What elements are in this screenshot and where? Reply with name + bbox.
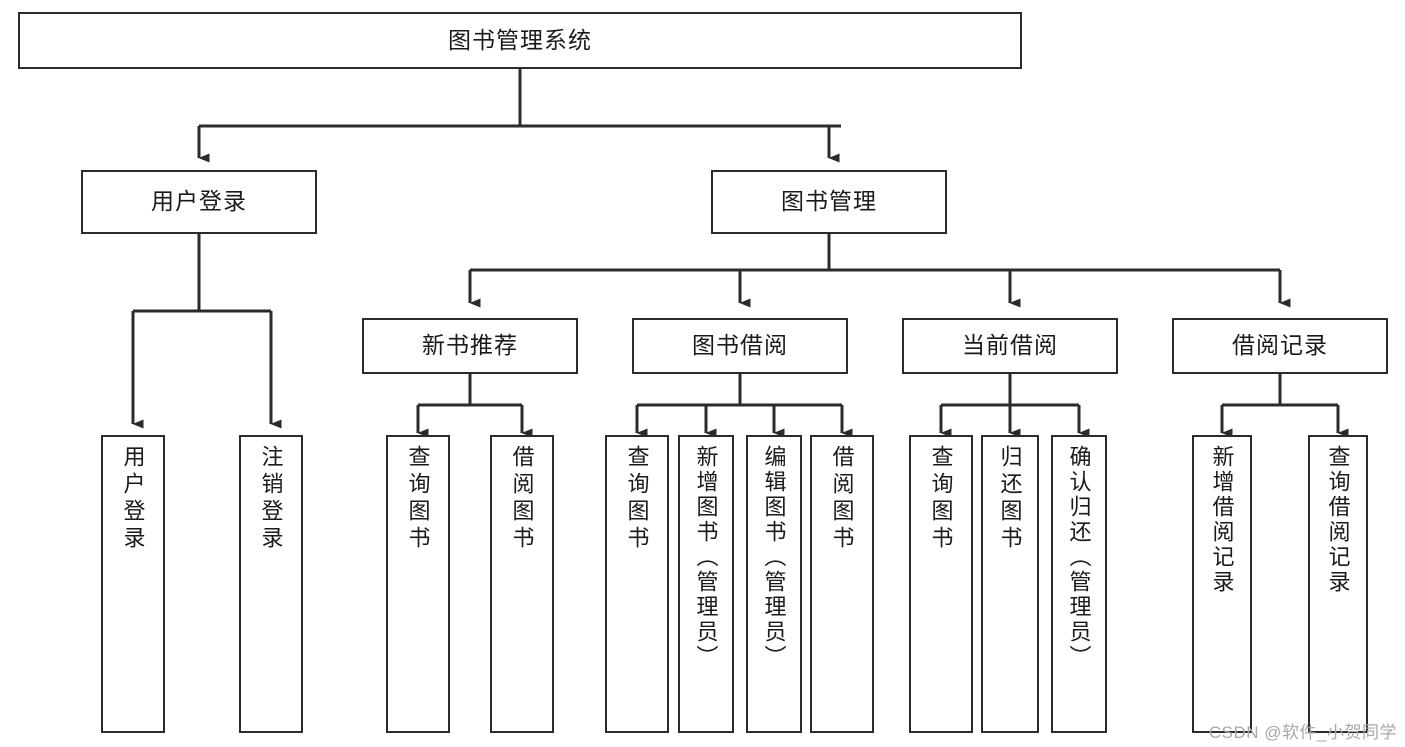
node-label: 借阅记录: [1232, 332, 1328, 359]
node-book-management[interactable]: 图书管理: [711, 170, 947, 234]
node-label: 查询图书: [405, 445, 431, 553]
node-label: 新增借阅记录: [1209, 445, 1235, 595]
node-label: 借阅图书: [509, 445, 535, 553]
node-label: 借阅图书: [829, 445, 855, 553]
node-user-login[interactable]: 用户登录: [81, 170, 317, 234]
node-label: 当前借阅: [962, 332, 1058, 359]
node-label: 编辑图书（管理员）: [761, 445, 787, 670]
leaf-book-borrow-add-admin[interactable]: 新增图书（管理员）: [678, 435, 734, 733]
leaf-borrow-record-add[interactable]: 新增借阅记录: [1192, 435, 1252, 733]
node-root-book-management-system[interactable]: 图书管理系统: [18, 12, 1022, 69]
leaf-user-login-login[interactable]: 用户登录: [101, 435, 165, 733]
node-label: 确认归还（管理员）: [1066, 445, 1092, 670]
leaf-book-borrow-edit-admin[interactable]: 编辑图书（管理员）: [746, 435, 802, 733]
leaf-current-borrow-confirm-admin[interactable]: 确认归还（管理员）: [1051, 435, 1107, 733]
leaf-user-login-logout[interactable]: 注销登录: [239, 435, 303, 733]
node-label: 查询图书: [624, 445, 650, 553]
leaf-new-book-borrow[interactable]: 借阅图书: [490, 435, 554, 733]
leaf-current-borrow-return[interactable]: 归还图书: [981, 435, 1039, 733]
leaf-book-borrow-borrow[interactable]: 借阅图书: [810, 435, 874, 733]
node-label: 用户登录: [120, 445, 146, 553]
node-label: 新增图书（管理员）: [693, 445, 719, 670]
node-label: 查询借阅记录: [1325, 445, 1351, 595]
node-label: 新书推荐: [422, 332, 518, 359]
node-label: 用户登录: [151, 188, 247, 215]
leaf-current-borrow-query[interactable]: 查询图书: [909, 435, 973, 733]
node-label: 图书借阅: [692, 332, 788, 359]
node-label: 注销登录: [258, 445, 284, 553]
node-label: 查询图书: [928, 445, 954, 553]
leaf-borrow-record-query[interactable]: 查询借阅记录: [1308, 435, 1368, 733]
node-label: 归还图书: [997, 445, 1023, 553]
csdn-watermark: CSDN @软件_小贺同学: [1208, 723, 1397, 742]
leaf-new-book-query[interactable]: 查询图书: [386, 435, 450, 733]
node-label: 图书管理: [781, 188, 877, 215]
node-label: 图书管理系统: [448, 26, 592, 53]
node-book-borrow[interactable]: 图书借阅: [632, 318, 848, 374]
node-borrow-record[interactable]: 借阅记录: [1172, 318, 1388, 374]
node-new-book-recommend[interactable]: 新书推荐: [362, 318, 578, 374]
leaf-book-borrow-query[interactable]: 查询图书: [605, 435, 669, 733]
node-current-borrow[interactable]: 当前借阅: [902, 318, 1118, 374]
